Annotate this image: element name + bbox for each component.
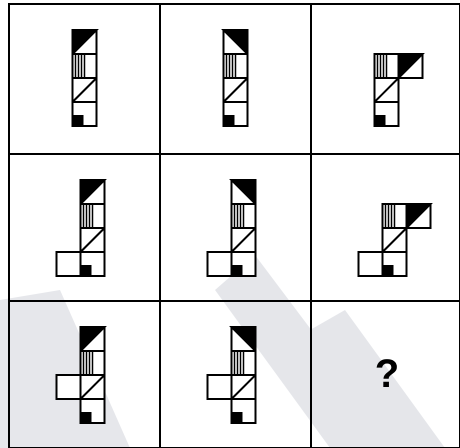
small-black-square (377, 116, 385, 124)
small-black-square (226, 116, 234, 124)
connector-square (57, 375, 81, 399)
figure-r1c3 (375, 54, 423, 126)
small-black-square (385, 266, 393, 274)
small-black-square (83, 266, 91, 274)
figure-r2c1 (57, 180, 105, 276)
figure-r1c1 (73, 30, 97, 126)
figure-r2c3 (359, 204, 431, 276)
figure-r1c2 (224, 30, 248, 126)
small-black-square (234, 413, 242, 421)
missing-answer-mark[interactable]: ? (375, 352, 399, 396)
connector-square (359, 252, 383, 276)
connector-square (208, 252, 232, 276)
small-black-square (83, 413, 91, 421)
small-black-square (234, 266, 242, 274)
figure-r3c2 (208, 327, 256, 423)
connector-square (57, 252, 81, 276)
connector-square (208, 375, 232, 399)
small-black-square (75, 116, 83, 124)
figure-r2c2 (208, 180, 256, 276)
